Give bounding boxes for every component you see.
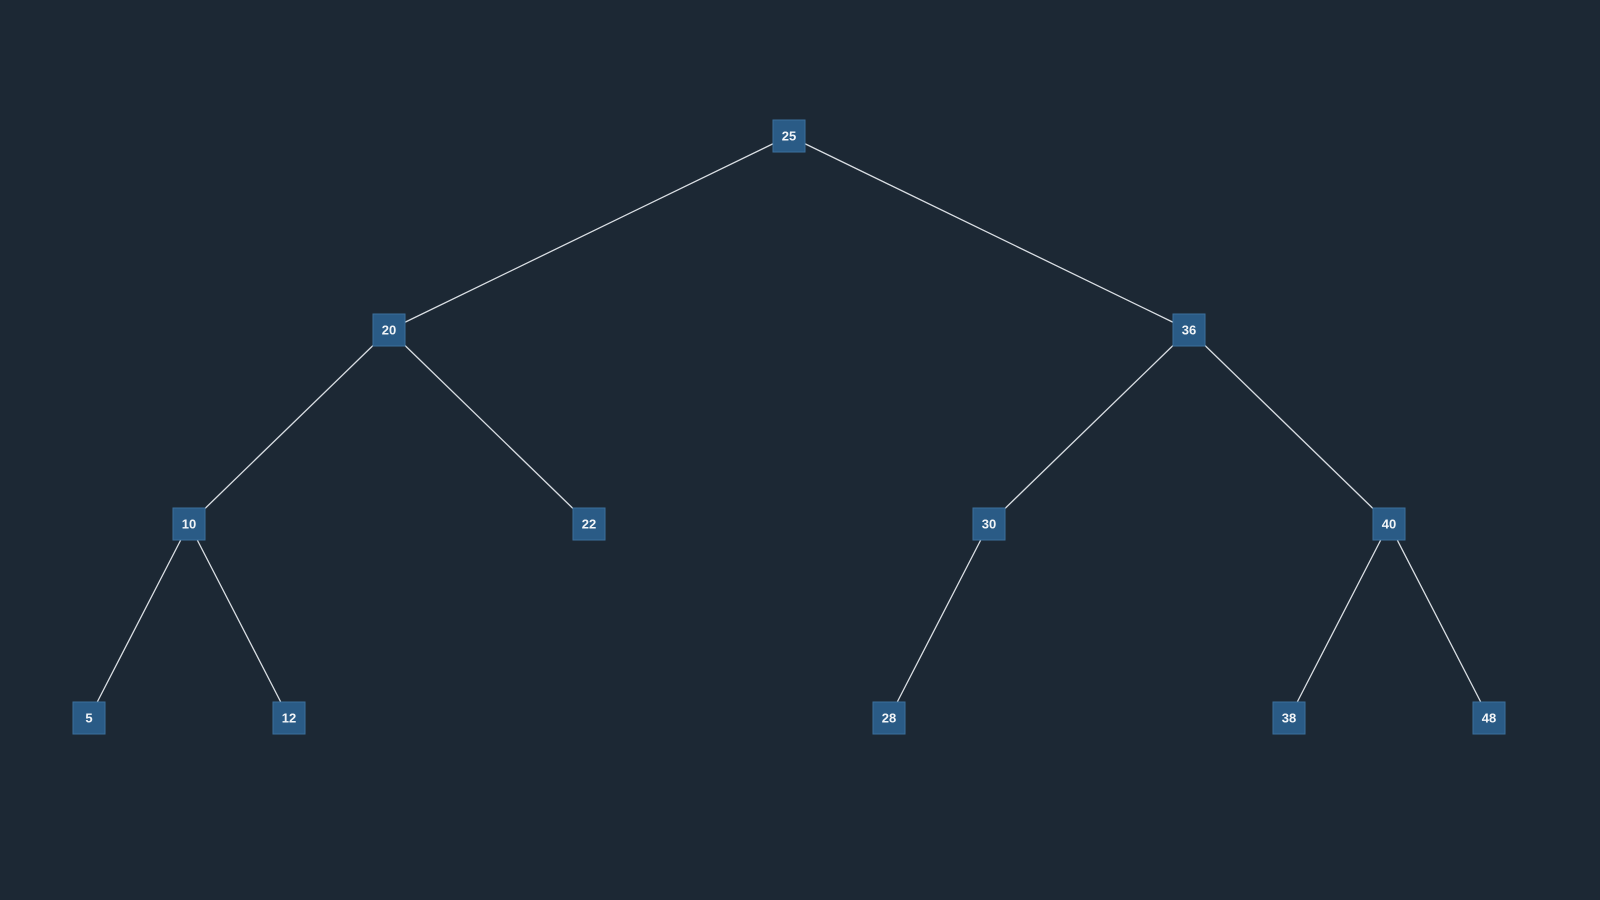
tree-node-label: 30	[982, 516, 996, 531]
tree-node-label: 12	[282, 710, 296, 725]
tree-node-box	[1372, 507, 1406, 541]
tree-node-28: 28	[872, 701, 906, 735]
tree-node-30: 30	[972, 507, 1006, 541]
tree-node-box	[872, 701, 906, 735]
tree-node-48: 48	[1472, 701, 1506, 735]
edge-10-5	[96, 539, 182, 703]
edge-10-12	[196, 539, 282, 703]
edge-36-30	[1004, 345, 1174, 509]
tree-node-label: 25	[782, 128, 796, 143]
tree-node-label: 40	[1382, 516, 1396, 531]
edge-40-38	[1296, 539, 1382, 703]
tree-node-box	[972, 507, 1006, 541]
tree-node-25: 25	[772, 119, 806, 153]
tree-node-box	[72, 701, 106, 735]
edges-layer	[96, 143, 1482, 703]
tree-node-label: 22	[582, 516, 596, 531]
tree-node-36: 36	[1172, 313, 1206, 347]
tree-node-label: 10	[182, 516, 196, 531]
tree-node-10: 10	[172, 507, 206, 541]
tree-node-label: 38	[1282, 710, 1296, 725]
tree-node-label: 48	[1482, 710, 1496, 725]
tree-node-box	[172, 507, 206, 541]
tree-node-box	[772, 119, 806, 153]
tree-node-box	[572, 507, 606, 541]
tree-node-5: 5	[72, 701, 106, 735]
edge-36-40	[1204, 345, 1374, 509]
edge-40-48	[1396, 539, 1482, 703]
tree-node-12: 12	[272, 701, 306, 735]
tree-node-box	[1472, 701, 1506, 735]
edge-20-22	[404, 345, 574, 509]
edge-25-36	[804, 143, 1174, 323]
tree-node-box	[372, 313, 406, 347]
tree-node-box	[272, 701, 306, 735]
tree-node-38: 38	[1272, 701, 1306, 735]
tree-node-box	[1172, 313, 1206, 347]
tree-node-22: 22	[572, 507, 606, 541]
edge-25-20	[404, 143, 774, 323]
tree-node-20: 20	[372, 313, 406, 347]
edge-30-28	[896, 539, 982, 703]
tree-node-40: 40	[1372, 507, 1406, 541]
nodes-layer: 25 20 36 10 22 30 40 5 12 28 38 48	[72, 119, 1506, 735]
tree-node-label: 36	[1182, 322, 1196, 337]
tree-node-box	[1272, 701, 1306, 735]
tree-node-label: 28	[882, 710, 896, 725]
tree-node-label: 5	[85, 710, 92, 725]
edge-20-10	[204, 345, 374, 509]
tree-node-label: 20	[382, 322, 396, 337]
